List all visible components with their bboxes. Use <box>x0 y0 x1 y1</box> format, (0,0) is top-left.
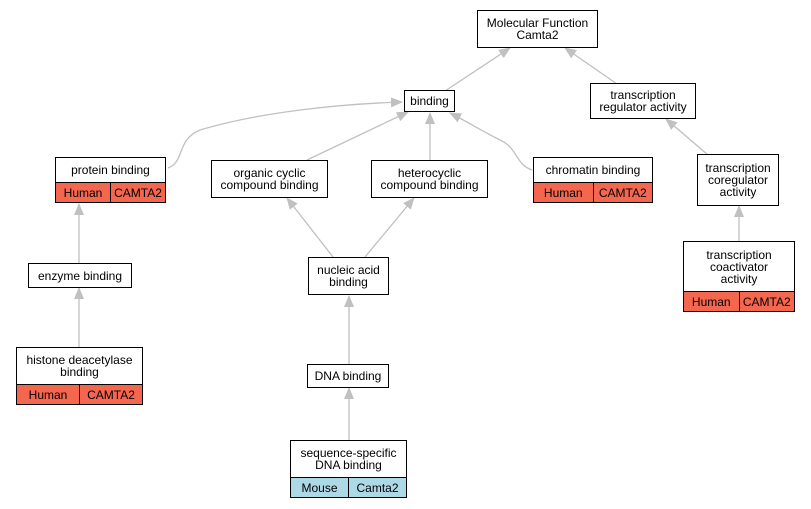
node-binding[interactable]: binding <box>404 90 455 112</box>
gene-cell: CAMTA2 <box>110 183 165 202</box>
node-label: transcription coactivator activity <box>706 247 772 286</box>
node-protein-binding[interactable]: protein binding Human CAMTA2 <box>55 157 166 203</box>
node-label: binding <box>410 94 449 108</box>
annotation-row: Human CAMTA2 <box>17 384 142 404</box>
edge-trx-reg-to-mf <box>564 47 618 85</box>
node-label: Molecular Function Camta2 <box>486 16 589 42</box>
gene-cell: CAMTA2 <box>79 385 142 404</box>
gene-cell: CAMTA2 <box>592 183 653 202</box>
annotation-row: Human CAMTA2 <box>684 291 794 311</box>
node-enzyme-binding[interactable]: enzyme binding <box>28 263 132 288</box>
node-transcription-coregulator-activity[interactable]: transcription coregulator activity <box>697 154 779 206</box>
node-label: heterocyclic compound binding <box>380 166 479 192</box>
node-label: histone deacetylase binding <box>26 353 133 379</box>
annotation-row: Human CAMTA2 <box>534 182 652 202</box>
edge-protein-binding-to-binding <box>167 97 403 169</box>
node-nucleic-acid-binding[interactable]: nucleic acid binding <box>308 257 389 295</box>
node-label: DNA binding <box>314 369 382 383</box>
species-cell: Human <box>28 387 68 402</box>
edge-chromatin-to-binding <box>449 112 533 171</box>
node-transcription-coactivator-activity[interactable]: transcription coactivator activity Human… <box>683 241 795 312</box>
node-label: transcription regulator activity <box>599 88 687 114</box>
edge-nucleic-to-organic <box>286 197 334 258</box>
node-label: sequence-specific DNA binding <box>300 446 397 472</box>
node-sequence-specific-dna-binding[interactable]: sequence-specific DNA binding Mouse Camt… <box>290 440 407 498</box>
species-cell: Human <box>691 294 731 309</box>
species-cell: Mouse <box>301 480 338 495</box>
node-dna-binding[interactable]: DNA binding <box>307 364 389 388</box>
node-label: protein binding <box>71 163 150 177</box>
gene-cell: CAMTA2 <box>738 292 795 311</box>
species-cell: Human <box>543 185 583 200</box>
node-label: organic cyclic compound binding <box>220 166 319 192</box>
node-heterocyclic-compound-binding[interactable]: heterocyclic compound binding <box>371 160 488 198</box>
node-organic-cyclic-compound-binding[interactable]: organic cyclic compound binding <box>211 160 328 198</box>
gene-cell: Camta2 <box>348 478 406 497</box>
species-cell: Human <box>63 185 103 200</box>
node-label: transcription coregulator activity <box>705 161 771 199</box>
node-label: nucleic acid binding <box>317 263 380 289</box>
node-histone-deacetylase-binding[interactable]: histone deacetylase binding Human CAMTA2 <box>16 347 143 405</box>
node-label: enzyme binding <box>37 268 123 283</box>
edge-trx-coreg-to-trx-reg <box>665 118 709 156</box>
node-chromatin-binding[interactable]: chromatin binding Human CAMTA2 <box>533 157 653 203</box>
annotation-row: Human CAMTA2 <box>56 182 165 202</box>
node-molecular-function[interactable]: Molecular Function Camta2 <box>477 10 598 48</box>
node-label: chromatin binding <box>545 163 641 177</box>
annotation-row: Mouse Camta2 <box>291 477 406 497</box>
node-transcription-regulator-activity[interactable]: transcription regulator activity <box>590 83 696 119</box>
edge-nucleic-to-heterocyclic <box>364 197 415 258</box>
edge-binding-to-mf <box>444 47 511 92</box>
edge-organic-cyclic-to-binding <box>306 111 409 161</box>
